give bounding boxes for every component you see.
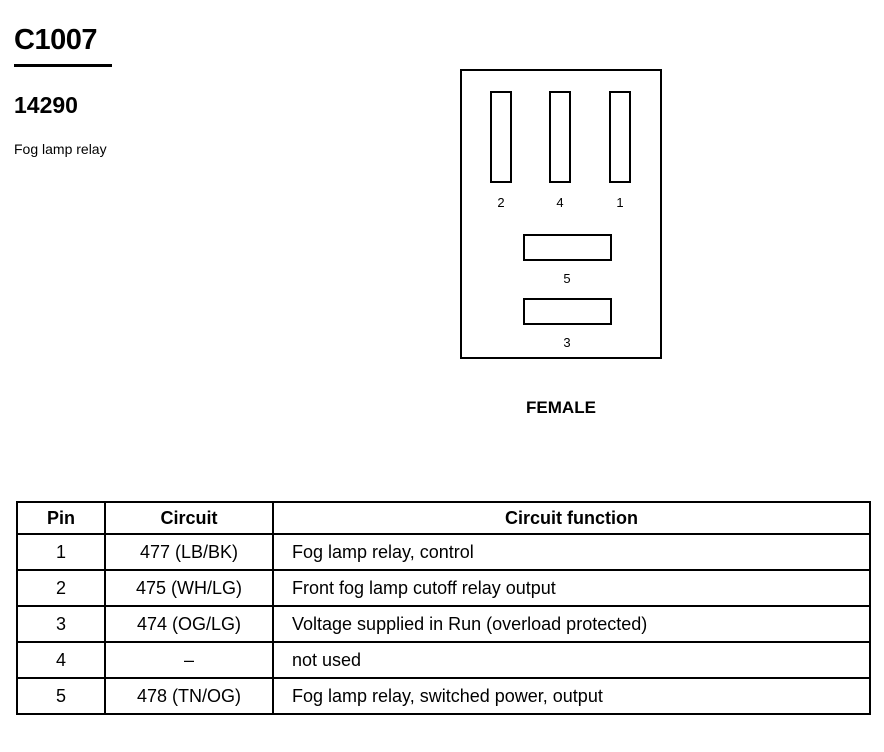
pin-label-1: 1 — [616, 195, 624, 210]
cell-circuit: – — [104, 641, 274, 679]
connector-id-title: C1007 — [14, 24, 97, 56]
cell-function: Voltage supplied in Run (overload protec… — [272, 605, 871, 643]
table-row: 1 477 (LB/BK) Fog lamp relay, control — [16, 533, 871, 571]
cell-pin: 1 — [16, 533, 106, 571]
cell-pin: 3 — [16, 605, 106, 643]
connector-description: Fog lamp relay — [14, 141, 107, 157]
connector-gender-label: FEMALE — [526, 398, 596, 417]
terminal-slot-2 — [490, 91, 512, 183]
cell-function: Fog lamp relay, switched power, output — [272, 677, 871, 715]
header-circuit-function: Circuit function — [272, 501, 871, 535]
pin-label-3: 3 — [563, 335, 571, 350]
terminal-slot-4 — [549, 91, 571, 183]
cell-function: not used — [272, 641, 871, 679]
title-underline — [14, 64, 112, 67]
terminal-slot-1 — [609, 91, 631, 183]
table-header-row: Pin Circuit Circuit function — [16, 501, 871, 535]
pin-label-2: 2 — [497, 195, 505, 210]
cell-circuit: 475 (WH/LG) — [104, 569, 274, 607]
cell-function: Fog lamp relay, control — [272, 533, 871, 571]
table-row: 3 474 (OG/LG) Voltage supplied in Run (o… — [16, 605, 871, 643]
cell-circuit: 478 (TN/OG) — [104, 677, 274, 715]
pin-label-4: 4 — [556, 195, 564, 210]
connector-face-diagram: 2 4 1 5 3 — [460, 69, 662, 359]
cell-function: Front fog lamp cutoff relay output — [272, 569, 871, 607]
terminal-slot-3 — [523, 298, 612, 325]
cell-circuit: 477 (LB/BK) — [104, 533, 274, 571]
cell-pin: 5 — [16, 677, 106, 715]
cell-pin: 4 — [16, 641, 106, 679]
header-pin: Pin — [16, 501, 106, 535]
pin-function-table: Pin Circuit Circuit function 1 477 (LB/B… — [16, 501, 871, 715]
cell-pin: 2 — [16, 569, 106, 607]
cell-circuit: 474 (OG/LG) — [104, 605, 274, 643]
table-row: 2 475 (WH/LG) Front fog lamp cutoff rela… — [16, 569, 871, 607]
pin-label-5: 5 — [563, 271, 571, 286]
terminal-slot-5 — [523, 234, 612, 261]
header-circuit: Circuit — [104, 501, 274, 535]
table-row: 5 478 (TN/OG) Fog lamp relay, switched p… — [16, 677, 871, 715]
table-row: 4 – not used — [16, 641, 871, 679]
part-number: 14290 — [14, 92, 78, 118]
